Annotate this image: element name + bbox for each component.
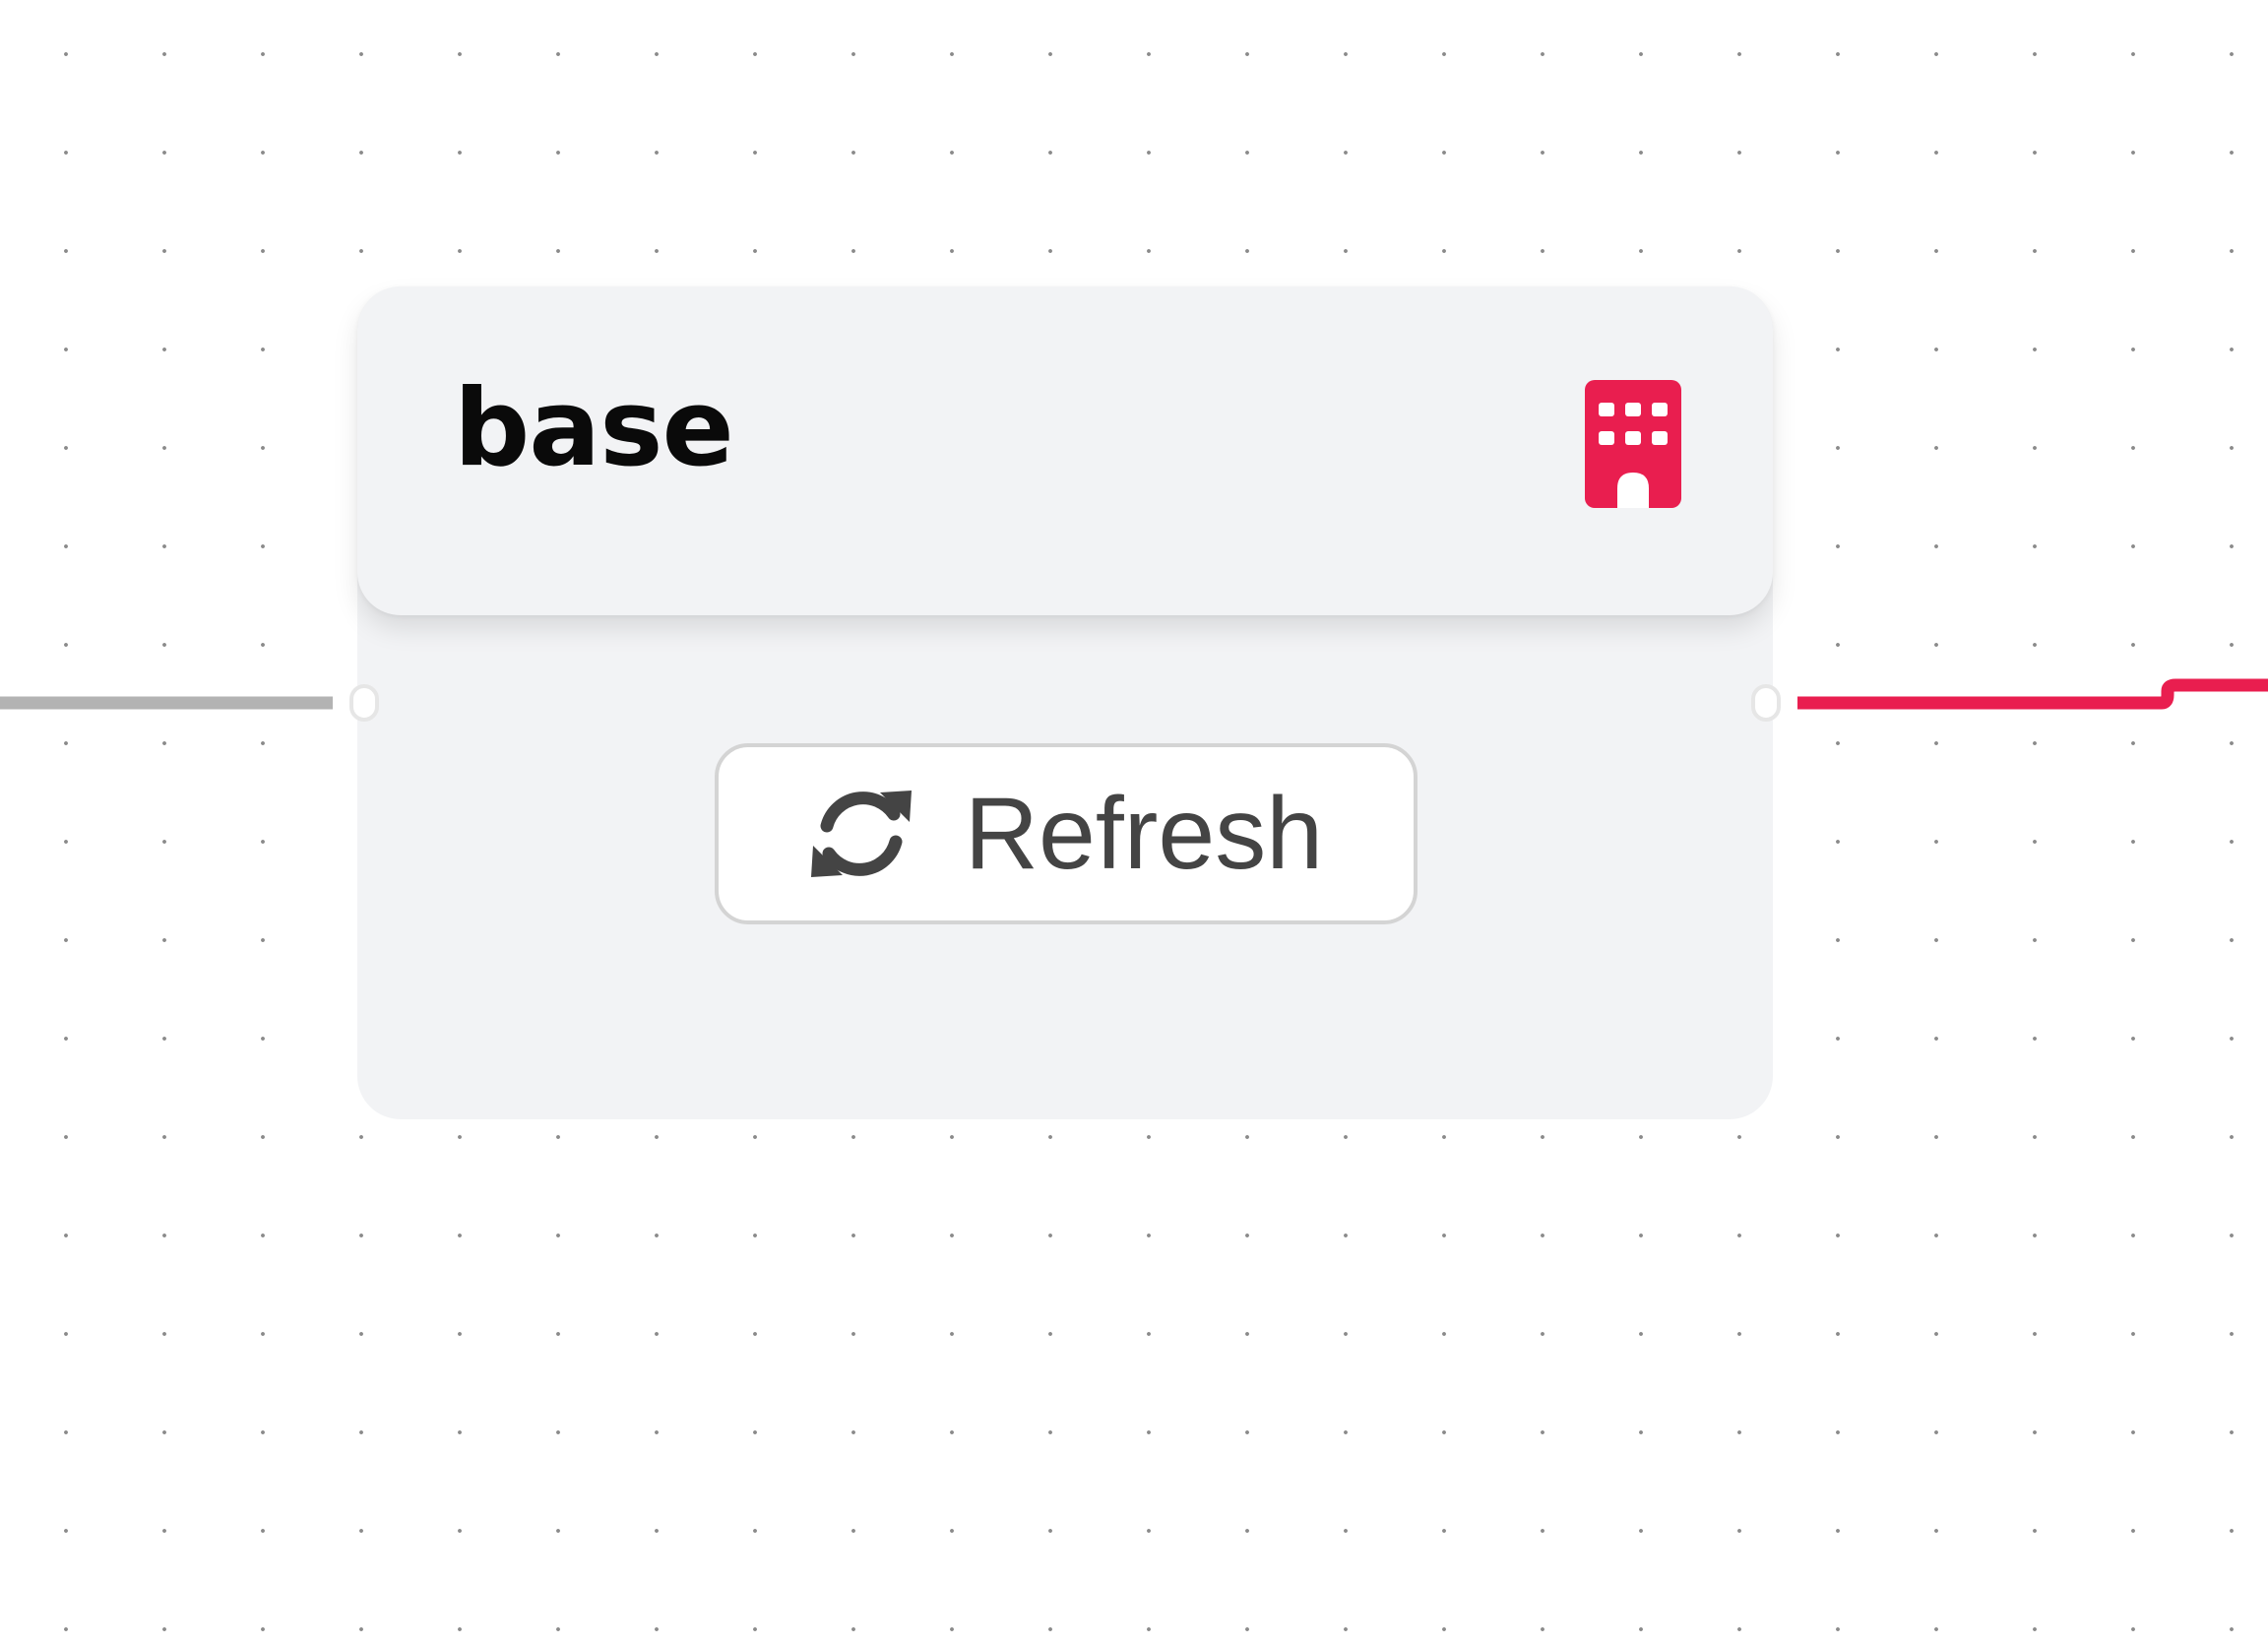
node-title: base — [454, 367, 734, 490]
outgoing-edge[interactable] — [1797, 678, 2268, 710]
node-header[interactable]: base — [357, 286, 1773, 615]
target-handle[interactable] — [349, 684, 379, 722]
refresh-button[interactable]: Refresh — [715, 743, 1418, 924]
refresh-icon — [810, 791, 912, 877]
refresh-button-label: Refresh — [964, 777, 1324, 891]
building-icon — [1585, 380, 1681, 508]
flow-node[interactable]: base Refresh — [357, 286, 1773, 1119]
source-handle[interactable] — [1751, 684, 1781, 722]
